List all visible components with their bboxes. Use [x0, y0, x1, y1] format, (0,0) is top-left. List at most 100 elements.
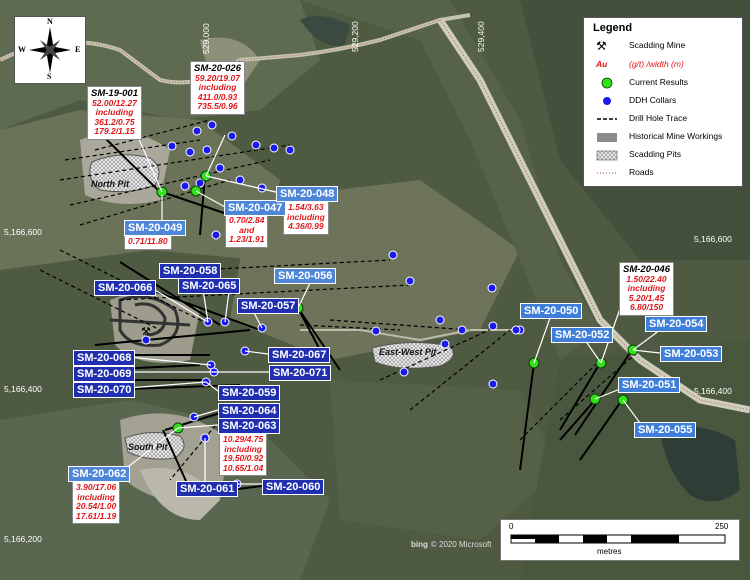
- hole-label-sm-20-063[interactable]: SM-20-063: [218, 418, 281, 434]
- legend-item-ddh-collars: DDH Collars: [584, 94, 742, 108]
- hole-label-sm-20-064[interactable]: SM-20-064: [218, 403, 281, 419]
- hole-label-sm-20-071[interactable]: SM-20-071: [269, 365, 332, 381]
- result-line: 1.23/1.91: [229, 234, 265, 244]
- crossed-pickaxes-icon: ⚒: [596, 39, 607, 53]
- hole-label-sm-20-050[interactable]: SM-20-050: [520, 303, 583, 319]
- result-hole-id: SM-20-026: [194, 63, 241, 74]
- result-line: 361.2/0.75: [94, 116, 135, 127]
- result-line: 1.54/3.63: [288, 202, 324, 212]
- map-credit-text: © 2020 Microsoft: [430, 540, 492, 549]
- northing-label-5166400-left: 5,166,400: [4, 384, 42, 394]
- result-line: 59.20/19.07: [195, 72, 240, 83]
- hole-label-sm-20-058[interactable]: SM-20-058: [159, 263, 222, 279]
- easting-label-529200: 529,200: [350, 21, 360, 52]
- result-line: including: [95, 107, 134, 117]
- hole-label-sm-20-048[interactable]: SM-20-048: [276, 186, 339, 202]
- map-legend: Legend ⚒ Scadding Mine Au (g/t) /width (…: [583, 17, 743, 187]
- scale-unit-label: metres: [597, 547, 622, 556]
- gray-box-icon: [597, 133, 617, 142]
- current-drill-traces: [94, 137, 633, 491]
- green-dot-icon: [601, 77, 613, 89]
- dashed-line-icon: [597, 118, 617, 120]
- result-line: 52.00/12.27: [92, 97, 137, 108]
- result-line: including: [287, 211, 325, 222]
- south-pit-label: South Pit: [128, 442, 168, 452]
- legend-item-roads: Roads: [584, 166, 742, 180]
- scale-bar: 0 250 metres: [500, 519, 740, 561]
- result-line: including: [77, 491, 115, 502]
- result-box-sm-20-049: 0.71/11.80: [124, 234, 172, 250]
- legend-item-drill-hole-trace: Drill Hole Trace: [584, 112, 742, 126]
- hole-label-sm-20-057[interactable]: SM-20-057: [237, 298, 300, 314]
- result-line: 6.80/150: [629, 302, 664, 312]
- hole-label-sm-20-059[interactable]: SM-20-059: [218, 385, 281, 401]
- result-line: 5.20/1.45: [628, 292, 665, 303]
- north-pit-label: North Pit: [91, 179, 129, 189]
- result-line: including: [627, 283, 666, 293]
- hole-label-sm-20-062[interactable]: SM-20-062: [68, 466, 131, 482]
- result-box-sm-20-063: 10.29/4.75 including 19.50/0.92 10.65/1.…: [219, 432, 268, 476]
- hole-label-sm-20-070[interactable]: SM-20-070: [73, 382, 136, 398]
- easting-label-529000: 529,000: [201, 23, 211, 54]
- compass-north: N: [47, 17, 53, 26]
- result-line: 4.36/0.99: [288, 221, 324, 231]
- legend-title: Legend: [593, 22, 633, 34]
- result-line: including: [224, 443, 262, 454]
- result-box-sm-20-026: SM-20-026 59.20/19.07 including 411.0/0.…: [190, 61, 245, 115]
- hole-label-sm-20-060[interactable]: SM-20-060: [262, 479, 325, 495]
- result-line: 10.65/1.04: [223, 462, 264, 473]
- hole-label-sm-20-047[interactable]: SM-20-047: [224, 200, 287, 216]
- result-line: 411.0/0.93: [197, 91, 238, 102]
- hole-label-sm-20-067[interactable]: SM-20-067: [268, 347, 331, 363]
- scale-bar-graphic: [510, 534, 726, 544]
- legend-item-historical-workings: Historical Mine Workings: [584, 130, 742, 144]
- hole-label-sm-20-056[interactable]: SM-20-056: [274, 268, 337, 284]
- result-hole-id: SM-20-046: [623, 264, 670, 275]
- au-grade-label: Au: [596, 59, 608, 69]
- result-line: and: [239, 224, 255, 235]
- easting-label-529400: 529,400: [476, 21, 486, 52]
- scale-start-label: 0: [509, 522, 514, 531]
- north-arrow-compass: N S E W: [14, 16, 86, 84]
- hole-label-sm-20-052[interactable]: SM-20-052: [551, 327, 614, 343]
- result-box-sm-20-046: SM-20-046 1.50/22.40 including 5.20/1.45…: [619, 262, 674, 316]
- result-line: 3.90/17.06: [76, 482, 117, 492]
- result-box-sm-20-047: 0.70/2.84 and 1.23/1.91: [225, 213, 269, 248]
- result-line: including: [198, 82, 237, 92]
- compass-east: E: [75, 45, 81, 54]
- result-box-sm-20-062: 3.90/17.06 including 20.54/1.00 17.61/1.…: [72, 480, 121, 524]
- bing-logo: bing: [411, 540, 428, 549]
- legend-item-au-grade: Au (g/t) /width (m): [596, 59, 684, 69]
- result-line: 10.29/4.75: [223, 434, 264, 444]
- result-line: 17.61/1.19: [76, 510, 117, 521]
- hatched-box-icon: [596, 150, 618, 161]
- result-line: 735.5/0.96: [197, 101, 238, 111]
- hole-label-sm-20-069[interactable]: SM-20-069: [73, 366, 136, 382]
- compass-rose-icon: [29, 27, 71, 73]
- result-line: 1.50/22.40: [626, 273, 667, 284]
- northing-label-5166600-right: 5,166,600: [694, 234, 732, 244]
- result-hole-id: SM-19-001: [91, 88, 138, 99]
- hole-label-sm-20-053[interactable]: SM-20-053: [660, 346, 723, 362]
- result-box-sm-20-048: 1.54/3.63 including 4.36/0.99: [283, 200, 329, 235]
- hole-label-sm-20-054[interactable]: SM-20-054: [645, 316, 708, 332]
- scadding-mine-icon: ⚒: [141, 325, 151, 338]
- northing-label-5166600-left: 5,166,600: [4, 227, 42, 237]
- legend-item-scadding-pits: Scadding Pits: [584, 148, 742, 162]
- hole-label-sm-20-068[interactable]: SM-20-068: [73, 350, 136, 366]
- hole-label-sm-20-066[interactable]: SM-20-066: [94, 280, 157, 296]
- result-line: 20.54/1.00: [76, 501, 117, 511]
- hole-label-sm-20-051[interactable]: SM-20-051: [618, 377, 681, 393]
- dotted-road-icon: [597, 172, 617, 174]
- map-credit: bing© 2020 Microsoft: [411, 540, 491, 549]
- hole-label-sm-20-061[interactable]: SM-20-061: [176, 481, 239, 497]
- east-west-pit-label: East-West Pit: [379, 347, 437, 357]
- hole-label-sm-20-065[interactable]: SM-20-065: [178, 278, 241, 294]
- northing-label-5166400-right: 5,166,400: [694, 386, 732, 396]
- east-west-pit: [371, 341, 454, 369]
- blue-dot-icon: [603, 97, 611, 105]
- hole-label-sm-20-049[interactable]: SM-20-049: [124, 220, 187, 236]
- result-line: 19.50/0.92: [223, 453, 264, 463]
- hole-label-sm-20-055[interactable]: SM-20-055: [634, 422, 697, 438]
